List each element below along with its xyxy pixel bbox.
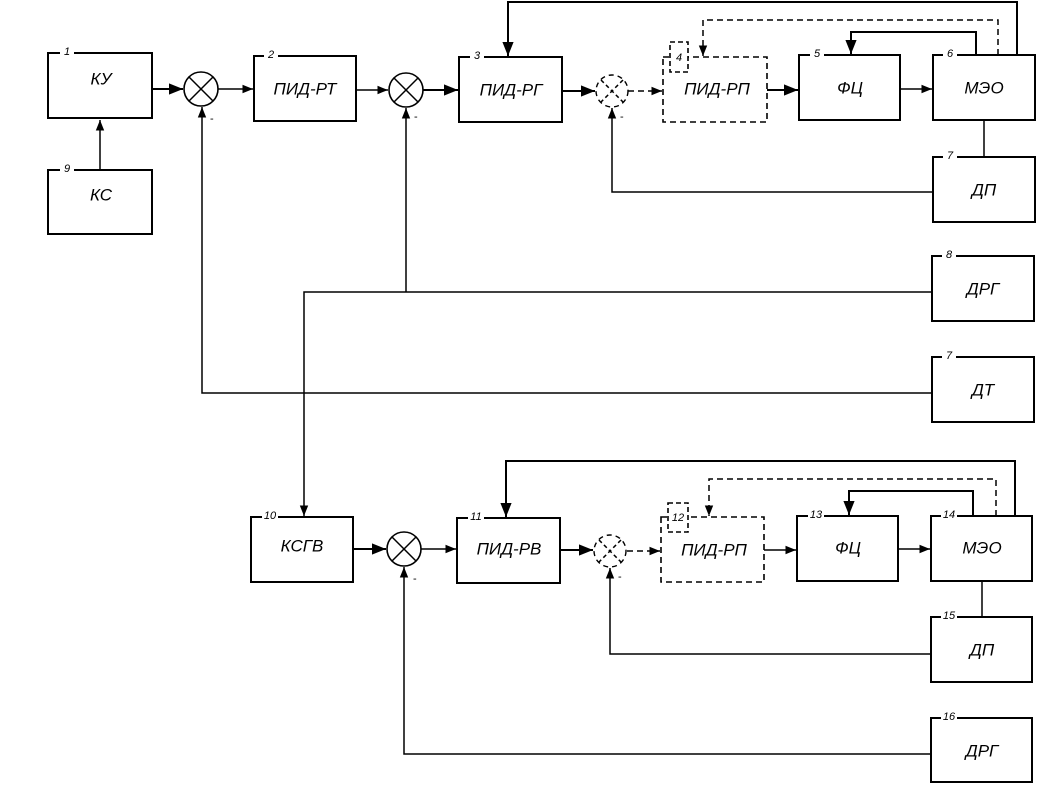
block-label: МЭО xyxy=(962,538,1001,557)
block-ksgv: 10 КСГВ xyxy=(250,510,354,583)
block-label: ДП xyxy=(970,180,997,199)
line-meo-to-fc-feedback xyxy=(845,31,977,55)
line-drg-to-sum4-feedback xyxy=(399,567,931,755)
connections-lower xyxy=(353,460,1016,755)
block-number: 5 xyxy=(814,48,821,60)
sign-minus: - xyxy=(618,571,622,583)
summer-2: - xyxy=(388,72,424,123)
block-number: 7 xyxy=(947,150,954,162)
line-meo-to-pidrp-feedback-lower xyxy=(704,478,997,516)
block-label: ФЦ xyxy=(835,538,861,557)
summer-4: - xyxy=(386,531,422,585)
block-label: МЭО xyxy=(964,78,1003,97)
block-number: 15 xyxy=(943,610,956,622)
block-label: ПИД-РТ xyxy=(274,79,338,98)
block-ks: 9 КС xyxy=(47,163,153,235)
block-label: ПИД-РП xyxy=(681,540,747,559)
block-label: КУ xyxy=(91,69,114,88)
block-meo-lower: 14 МЭО xyxy=(930,509,1033,582)
block-meo: 6 МЭО xyxy=(932,48,1036,121)
block-number: 13 xyxy=(810,509,823,521)
line-dp-to-sum5-feedback xyxy=(605,568,931,655)
block-label: КСГВ xyxy=(281,536,324,555)
block-number: 2 xyxy=(267,49,274,61)
block-dp-lower: 15 ДП xyxy=(930,610,1033,683)
block-number: 3 xyxy=(474,50,481,62)
line-drg-to-ksgv xyxy=(299,291,932,516)
block-label: ПИД-РП xyxy=(684,79,750,98)
block-pid-rv: 11 ПИД-РВ xyxy=(456,511,561,584)
block-label: ДТ xyxy=(970,380,996,399)
line-dp-to-sum3-feedback xyxy=(607,108,933,193)
block-pid-rt: 2 ПИД-РТ xyxy=(253,49,357,122)
block-number: 11 xyxy=(470,511,481,523)
line-dt-to-sum1-feedback xyxy=(197,107,932,394)
block-dp: 7 ДП xyxy=(932,150,1036,223)
summer-5-dashed: - xyxy=(593,534,627,583)
block-label: ПИД-РВ xyxy=(477,539,542,558)
block-label: ФЦ xyxy=(837,78,863,97)
block-label: ДРГ xyxy=(965,279,1001,298)
block-number: 12 xyxy=(672,512,684,524)
summer-3-dashed: - xyxy=(595,74,629,123)
block-pid-rp-dashed: 4 ПИД-РП xyxy=(662,41,768,123)
sign-minus: - xyxy=(413,573,417,585)
block-number: 6 xyxy=(947,48,954,60)
line-meo-to-fc-feedback-lower xyxy=(843,490,974,516)
block-label: КС xyxy=(90,185,113,204)
block-number: 14 xyxy=(943,509,955,521)
sign-minus: - xyxy=(620,111,624,123)
block-number: 10 xyxy=(264,510,277,522)
block-label: ДП xyxy=(968,640,995,659)
line-meo-to-pidrv-feedback xyxy=(500,460,1016,517)
block-dt: 7 ДТ xyxy=(931,350,1035,423)
block-drg: 8 ДРГ xyxy=(931,249,1035,322)
block-pid-rg: 3 ПИД-РГ xyxy=(458,50,563,123)
block-ku: 1 КУ xyxy=(47,46,153,119)
block-number: 4 xyxy=(676,52,682,64)
block-number: 1 xyxy=(64,46,70,58)
block-number: 16 xyxy=(943,711,956,723)
sign-minus: - xyxy=(414,111,418,123)
summer-1: - xyxy=(183,71,219,125)
block-number: 9 xyxy=(64,163,70,175)
block-pid-rp-dashed-lower: 12 ПИД-РП xyxy=(660,502,765,583)
line-meo-to-pidrp-feedback xyxy=(698,19,999,56)
line-meo-to-pidrg-feedback xyxy=(502,1,1018,56)
block-label: ПИД-РГ xyxy=(480,80,544,99)
block-drg-lower: 16 ДРГ xyxy=(930,711,1033,783)
sign-minus: - xyxy=(210,113,214,125)
block-fc-lower: 13 ФЦ xyxy=(796,509,899,582)
block-label: ДРГ xyxy=(964,741,1000,760)
block-number: 7 xyxy=(946,350,953,362)
connections-upper xyxy=(95,1,1018,516)
block-number: 8 xyxy=(946,249,953,261)
block-fc: 5 ФЦ xyxy=(798,48,901,121)
